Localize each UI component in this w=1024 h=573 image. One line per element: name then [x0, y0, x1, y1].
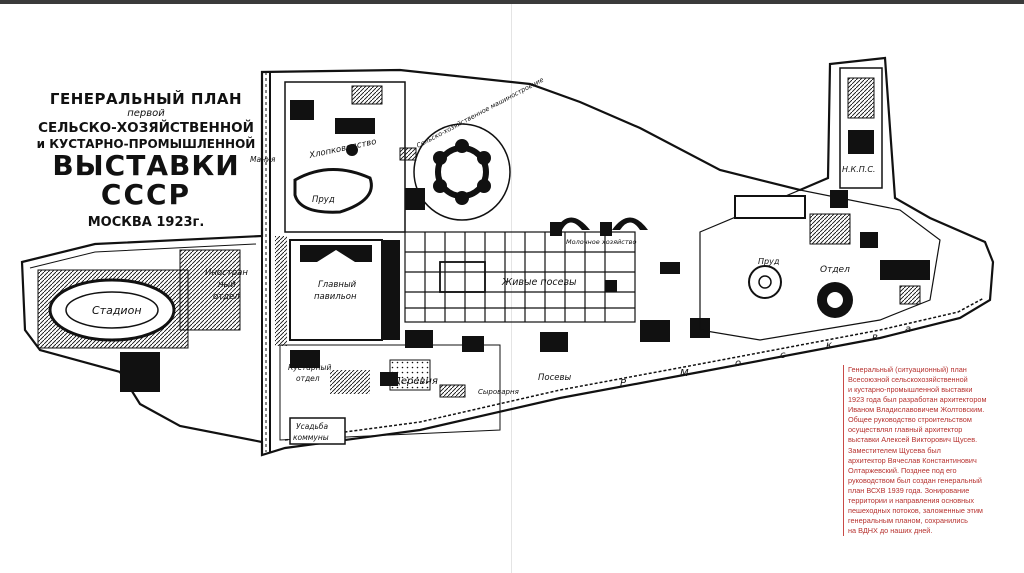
caption-line: 1923 года был разработан архитектором — [848, 395, 987, 405]
caption-line: выставки Алексей Викторович Щусев. — [848, 435, 978, 445]
caption-line: Заместителем Щусева был — [848, 445, 941, 455]
caption-line: и кустарно-промышленной выставки — [848, 385, 973, 395]
caption-line: территории и направления основных — [848, 495, 975, 505]
label-estate-1: Усадьба — [296, 422, 329, 431]
caption-line: генеральным планом, сохранились — [848, 515, 968, 525]
machinery-pavilion — [399, 123, 511, 221]
label-crops: Посевы — [538, 373, 572, 383]
label-agri-machinery: Сельско-хозяйственное машиностроение — [415, 76, 545, 150]
title-line-2: первой — [127, 108, 165, 119]
label-stadium: Стадион — [92, 304, 142, 317]
title-line-3: СЕЛЬСКО-ХОЗЯЙСТВЕННОЙ — [38, 120, 254, 136]
label-foreign-dept-2: ный — [218, 280, 236, 290]
title-line-5: ВЫСТАВКИ — [52, 148, 240, 182]
label-main-pavilion-2: павильон — [314, 292, 357, 302]
label-foreign-dept-3: отдел — [213, 292, 240, 302]
river-letter-2: М — [680, 368, 689, 379]
caption-line: пешеходных потоков, заложенные этим — [848, 505, 983, 515]
map-caption: Генеральный (ситуационный) план Всесоюзн… — [843, 365, 1004, 537]
nkps-arm — [830, 67, 883, 208]
caption-line: Иваном Владиславовичем Жолтовским. — [848, 405, 985, 415]
main-pavilion — [275, 236, 400, 346]
river-letter-3: о — [735, 358, 741, 369]
caption-line: Всесоюзной сельскохозяйственной — [848, 375, 968, 385]
caption-line: Олтаржевский. Позднее под его — [848, 465, 957, 475]
crops-grid — [404, 231, 636, 323]
label-syrovarnya: Сыроварня — [478, 388, 519, 396]
title-line-1: ГЕНЕРАЛЬНЫЙ ПЛАН — [49, 90, 243, 108]
caption-line: Общее руководство строительством — [848, 415, 972, 425]
milk-farm — [550, 217, 648, 236]
caption-line: архитектор Вячеслав Константинович — [848, 455, 977, 465]
river-letter-7: а — [905, 324, 911, 335]
caption-line: на ВДНХ до наших дней. — [848, 526, 933, 535]
label-pond-1: Пруд — [312, 195, 335, 205]
label-pond-2: Пруд — [758, 257, 780, 266]
river-bank — [284, 297, 985, 441]
label-foreign-dept-1: Иностран — [205, 268, 248, 278]
stadium — [37, 249, 241, 392]
label-cotton: Хлопководство — [308, 137, 378, 161]
caption-line: план ВСХВ 1939 года. Зонирование — [848, 485, 970, 495]
title-line-4: и КУСТАРНО-ПРОМЫШЛЕННОЙ — [36, 136, 256, 151]
label-village: Деревня — [392, 376, 438, 387]
map-title-block: ГЕНЕРАЛЬНЫЙ ПЛАН первой СЕЛЬСКО-ХОЗЯЙСТВ… — [26, 92, 266, 229]
label-mania: Мания — [250, 155, 276, 164]
river-letter-4: с — [780, 350, 786, 361]
label-nkps: Н.К.П.С. — [842, 165, 875, 174]
book-spine — [511, 4, 512, 573]
label-kustar-1: Кустарный — [288, 363, 331, 372]
label-live-crops: Живые посевы — [501, 277, 577, 288]
river-letter-5: к — [826, 340, 832, 351]
village-area — [279, 344, 501, 445]
caption-line: осуществлял главный архитектор — [848, 425, 963, 435]
top-bar — [0, 0, 1024, 4]
east-section — [699, 189, 941, 341]
label-estate-2: коммуны — [293, 433, 329, 442]
label-milk: Молочное хозяйство — [566, 238, 636, 246]
territory-outline — [20, 56, 995, 457]
railway-line — [261, 72, 271, 452]
label-main-pavilion-1: Главный — [318, 280, 357, 290]
title-line-6: СССР — [100, 177, 192, 211]
label-kustar-2: отдел — [296, 374, 320, 383]
label-dept: Отдел — [820, 265, 850, 275]
south-buildings — [290, 262, 710, 394]
caption-line: Генеральный (ситуационный) план — [848, 365, 967, 374]
river-letter-1: Р — [620, 378, 627, 389]
river-letter-6: в — [872, 332, 878, 343]
title-line-7: МОСКВА 1923г. — [87, 214, 205, 230]
garden-north — [284, 81, 406, 233]
caption-line: руководством был создан генеральный — [848, 475, 982, 485]
